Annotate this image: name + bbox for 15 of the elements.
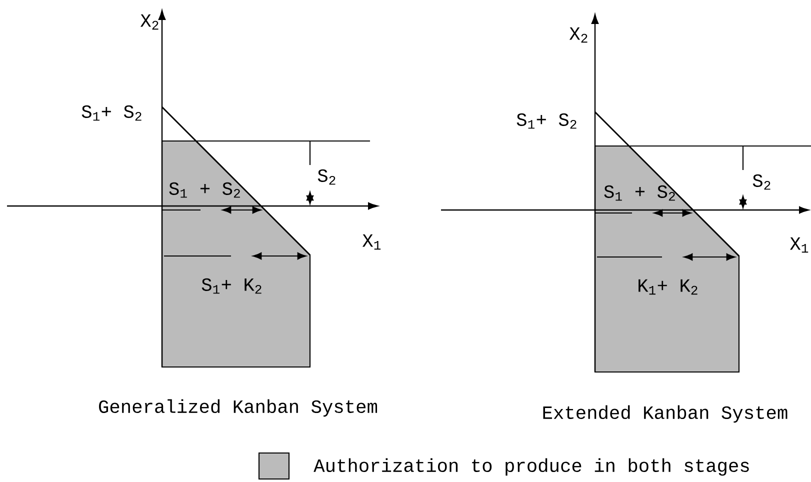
axis-label: X$_{1}$ bbox=[362, 234, 381, 250]
axis-label: X$_{2}$ bbox=[140, 14, 158, 30]
dimension-label: S$_{1}$ + S$_{2}$ bbox=[604, 185, 675, 201]
dimension-label: K$_{1}$+ K$_{2}$ bbox=[638, 279, 698, 295]
dimension-label: S$_{1}$ + S$_{2}$ bbox=[169, 182, 240, 198]
intercept-label: S$_{1}$+ S$_{2}$ bbox=[82, 105, 142, 121]
dimension-label: S$_{2}$ bbox=[318, 169, 336, 185]
dimension-label: S$_{2}$ bbox=[752, 174, 770, 190]
dimension-label: S$_{1}$+ K$_{2}$ bbox=[202, 278, 262, 294]
intercept-label: S$_{1}$+ S$_{2}$ bbox=[516, 113, 576, 129]
axis-label: X$_{1}$ bbox=[790, 237, 808, 253]
caption: Generalized Kanban System bbox=[99, 399, 378, 417]
axis-label: X$_{2}$ bbox=[569, 27, 588, 43]
caption: Extended Kanban System bbox=[543, 405, 788, 423]
legend-label: Authorization to produce in both stages bbox=[314, 458, 749, 476]
